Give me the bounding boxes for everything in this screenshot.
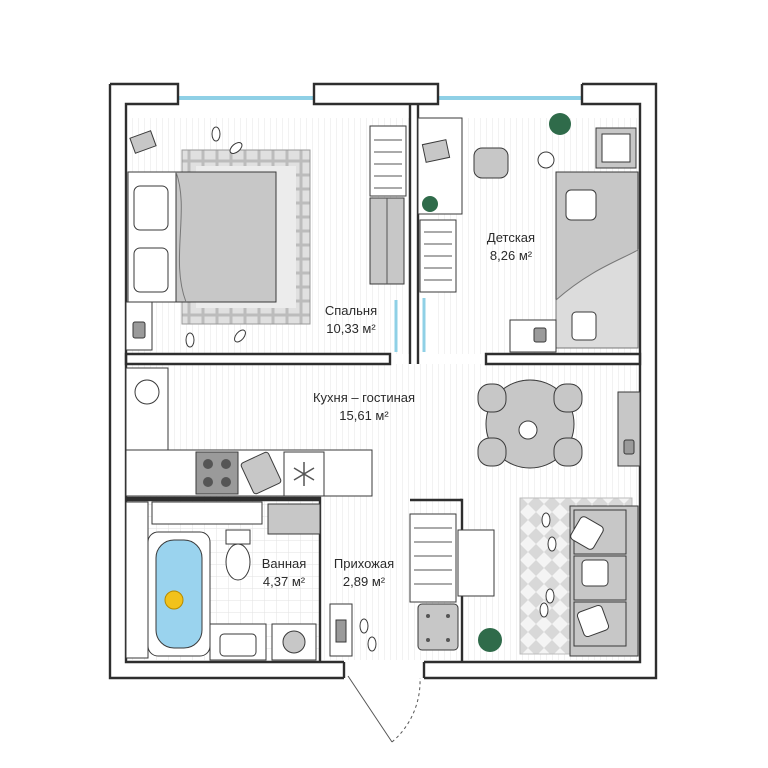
- entrance-door[interactable]: [347, 675, 421, 743]
- living-slippers: [539, 512, 557, 618]
- bed-icon: [127, 171, 277, 303]
- sofa-icon: [569, 505, 639, 657]
- hallway-radiator: [409, 513, 457, 603]
- hallway-bench: [417, 603, 459, 651]
- tv-stand: [617, 391, 641, 467]
- bedroom-name: Спальня: [325, 303, 377, 318]
- outer-walls: [108, 82, 658, 680]
- bath-shelf: [267, 503, 321, 535]
- hallway-name: Прихожая: [334, 556, 394, 571]
- bathroom-area: 4,37 м²: [263, 574, 306, 589]
- sink-icon: [240, 451, 282, 495]
- slippers: [185, 126, 246, 348]
- plant-icon: [422, 113, 571, 212]
- hallway-slippers: [359, 618, 377, 652]
- kids-shelf: [595, 127, 637, 169]
- living-name: Кухня – гостиная: [313, 390, 415, 405]
- bathroom-name: Ванная: [262, 556, 307, 571]
- washing-machine: [271, 623, 317, 661]
- hallway-area: 2,89 м²: [343, 574, 386, 589]
- kids-nightstand: [509, 319, 557, 353]
- living-area: 15,61 м²: [339, 408, 389, 423]
- living-label: Кухня – гостиная 15,61 м²: [313, 390, 415, 423]
- kids-chair: [473, 147, 509, 179]
- bedroom-wardrobe: [369, 197, 405, 285]
- hallway-wardrobe: [457, 529, 495, 597]
- bath-cabinet: [125, 501, 263, 659]
- washbasin: [209, 623, 267, 661]
- living-plant: [478, 628, 502, 652]
- kids-bed: [555, 171, 639, 349]
- ball: [537, 151, 555, 169]
- toilet-icon: [225, 529, 251, 581]
- table-icon: [477, 379, 583, 469]
- kids-radiator: [419, 219, 457, 293]
- stove-icon: [195, 451, 239, 495]
- bedroom-area: 10,33 м²: [326, 321, 376, 336]
- bedroom-radiator: [369, 125, 407, 197]
- nightstand: [125, 301, 153, 351]
- snowflake-icon: [283, 451, 325, 497]
- kids-label: Детская 8,26 м²: [487, 230, 535, 263]
- kids-name: Детская: [487, 230, 535, 245]
- laptop-icon: [129, 130, 157, 154]
- interior-walls: [124, 104, 642, 662]
- hallway-label: Прихожая 2,89 м²: [334, 556, 394, 589]
- duck-icon: [164, 590, 184, 610]
- hallway-shoe-rack: [329, 603, 353, 657]
- bedroom-label: Спальня 10,33 м²: [325, 303, 377, 336]
- kids-area: 8,26 м²: [490, 248, 533, 263]
- bathtub-icon: [147, 531, 211, 657]
- bathroom-label: Ванная 4,37 м²: [262, 556, 307, 589]
